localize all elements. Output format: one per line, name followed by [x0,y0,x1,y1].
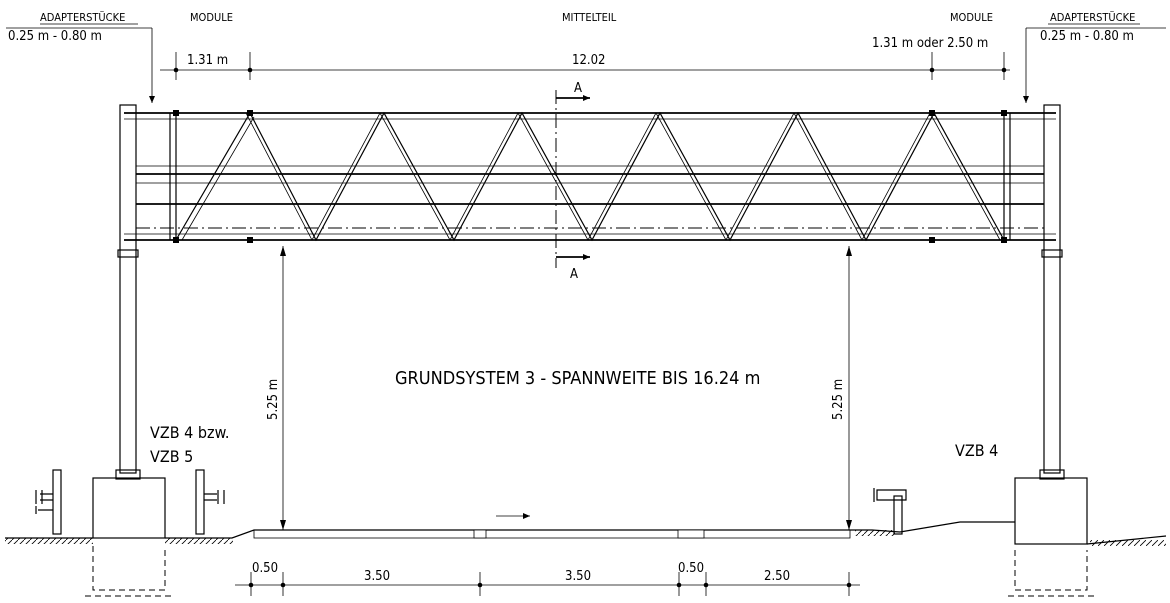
guardrail-beam [873,488,907,502]
clearance-right-label: 5.25 m [831,379,846,420]
bottom-dot-6 [846,582,852,588]
left-foundation-block [92,477,166,539]
dim-center: 12.02 [572,53,605,68]
lane-marking-1 [473,529,487,539]
top-dimension: 1.31 m 12.02 1.31 m oder 2.50 m [160,36,1010,80]
module-right-label: MODULE [950,11,993,24]
right-column-base [1039,469,1065,480]
clearance-left-arrow-bottom [280,520,286,530]
left-column-base [115,469,141,480]
clearance-right-arrow-bottom [846,520,852,530]
road-surface [253,529,851,539]
dim-right-module: 1.31 m oder 2.50 m [872,36,988,51]
guardrail-beam [35,490,53,504]
right-column-flange [1041,249,1063,258]
joint-7 [929,237,935,243]
section-label-top: A [574,81,582,96]
clearance-right-arrow-top [846,246,852,256]
bottom-dot-2 [280,582,286,588]
guardrail-beam [204,490,225,504]
vzb-left-line2: VZB 5 [150,447,193,466]
guardrail-left-inner [195,469,225,535]
adapter-left-range: 0.25 m - 0.80 m [8,29,102,44]
guardrail-post [195,469,205,535]
guardrail-right [873,488,907,535]
bottom-dot-1 [248,582,254,588]
left-footing-dashed [92,546,166,591]
top-dim-dot-4 [1001,67,1007,73]
lane-dim-3: 3.50 [565,569,591,584]
top-dim-dot-2 [247,67,253,73]
ground-hatch-3 [855,530,895,536]
joint-8 [1001,237,1007,243]
top-dim-dot-1 [173,67,179,73]
bottom-dot-4 [676,582,682,588]
top-labels: ADAPTERSTÜCKE 0.25 m - 0.80 m MODULE MIT… [6,11,1166,103]
bottom-dot-3 [477,582,483,588]
joint-1 [173,110,179,116]
truss-diagonal-1 [175,112,251,241]
adapter-right-range: 0.25 m - 0.80 m [1040,29,1134,44]
mittelteil-label: MITTELTEIL [562,11,617,24]
vzb-left-line1: VZB 4 bzw. [150,423,229,442]
vzb-right: VZB 4 [955,441,998,460]
top-dim-dot-3 [929,67,935,73]
joint-2 [247,110,253,116]
truss-diagonals [249,111,1005,242]
clearance-left-arrow-top [280,246,286,256]
joint-3 [929,110,935,116]
clearance-dims: 5.25 m 5.25 m [266,246,852,530]
main-caption: GRUNDSYSTEM 3 - SPANNWEITE BIS 16.24 m [395,368,760,389]
lane-dim-5: 2.50 [764,569,790,584]
module-left-label: MODULE [190,11,233,24]
clearance-left-label: 5.25 m [266,379,281,420]
lane-dim-1: 0.50 [252,561,278,576]
right-column-shaft [1043,104,1061,474]
joint-6 [247,237,253,243]
guardrail-post [893,495,903,535]
section-label-bottom: A [570,267,578,282]
truss-girder: A A [124,81,1056,282]
guardrail-beam-lower [35,506,53,514]
left-column [85,104,172,597]
adapter-left-title: ADAPTERSTÜCKE [40,11,125,24]
truss-diagonals-inner [181,112,1001,241]
bottom-dimension: 0.50 3.50 3.50 0.50 2.50 [235,561,860,596]
left-column-flange [117,249,139,258]
ground [5,513,1167,546]
right-foundation-block [1014,477,1088,545]
left-column-shaft [119,104,137,474]
ground-hatch-2 [165,538,233,544]
guardrail-left-outer [35,469,62,535]
lane-dim-2: 3.50 [364,569,390,584]
ground-hatch-1 [5,538,93,544]
lane-dim-4: 0.50 [678,561,704,576]
right-footing-dashed [1014,550,1088,591]
adapter-right-title: ADAPTERSTÜCKE [1050,11,1135,24]
right-column [1008,104,1094,597]
bottom-dot-5 [703,582,709,588]
lane-marking-2 [677,529,705,539]
ground-hatch-4 [1090,540,1166,546]
guardrail-post [52,469,62,535]
joint-5 [173,237,179,243]
joint-4 [1001,110,1007,116]
dim-left-module: 1.31 m [187,53,228,68]
